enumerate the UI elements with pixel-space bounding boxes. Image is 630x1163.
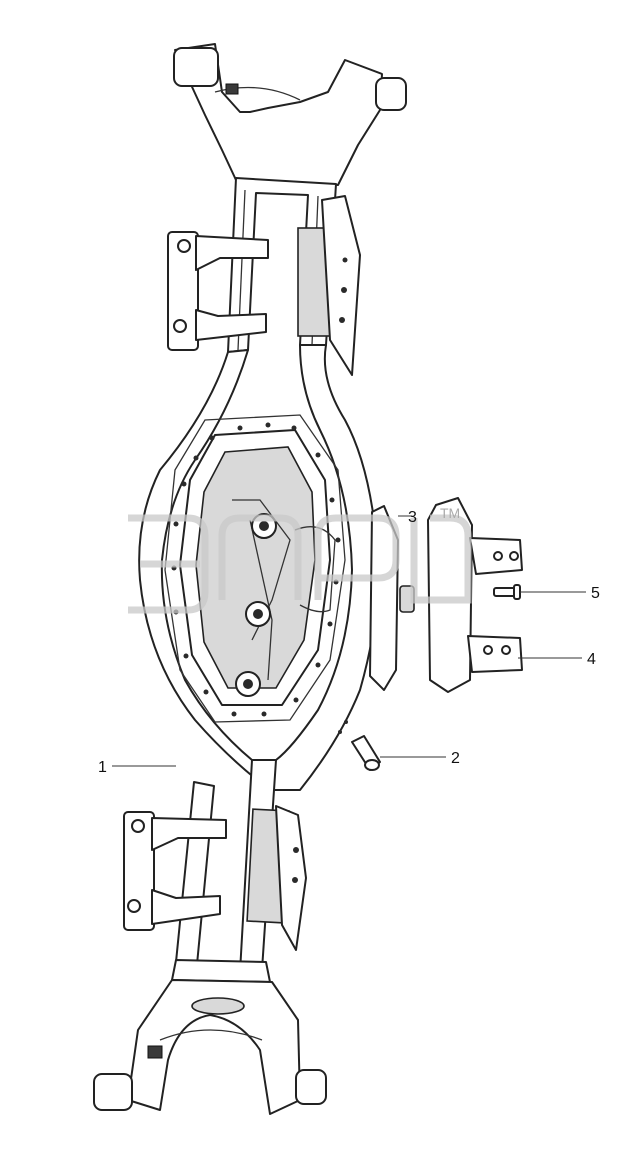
small-bolt — [493, 584, 521, 600]
top-yoke — [173, 43, 407, 186]
bottom-yoke — [93, 979, 327, 1115]
watermark-tm: TM — [440, 505, 460, 521]
callout-4: 4 — [587, 651, 596, 668]
callout-5: 5 — [591, 585, 600, 602]
breather-plug — [338, 720, 381, 771]
callout-3: 3 — [408, 509, 417, 526]
callout-2: 2 — [451, 750, 460, 767]
leader-lines — [112, 515, 586, 767]
callout-1: 1 — [98, 759, 107, 776]
side-bracket — [427, 497, 523, 693]
housing-bolt-circle — [171, 422, 341, 717]
lower-frame-rails — [171, 759, 307, 983]
lower-left-bracket — [123, 811, 227, 931]
flange-plate — [369, 505, 415, 691]
watermark-logo: TM — [128, 505, 472, 614]
central-housing — [138, 344, 380, 791]
upper-frame-rails — [227, 177, 361, 376]
upper-left-bracket — [167, 231, 269, 351]
